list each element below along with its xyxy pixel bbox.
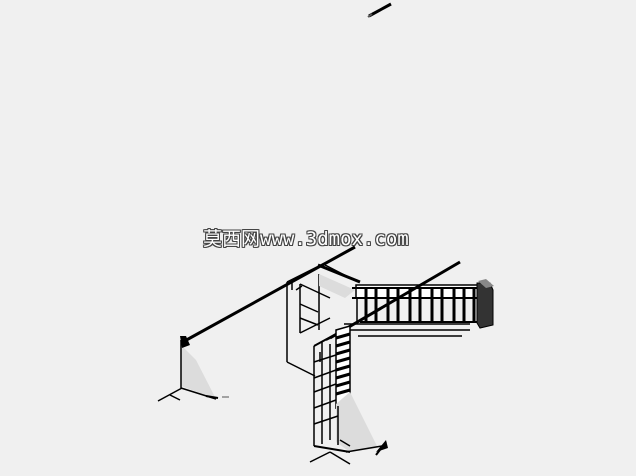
landing-edge xyxy=(317,263,361,284)
detached-fragment xyxy=(367,2,392,18)
watermark-text: 莫西网www.3dmox.com xyxy=(203,228,409,250)
upper-stair-flight xyxy=(344,279,494,337)
lower-stair-flight xyxy=(309,325,388,465)
landing-shade xyxy=(319,274,355,298)
left-support xyxy=(157,340,229,402)
upper-handrail xyxy=(180,245,356,348)
